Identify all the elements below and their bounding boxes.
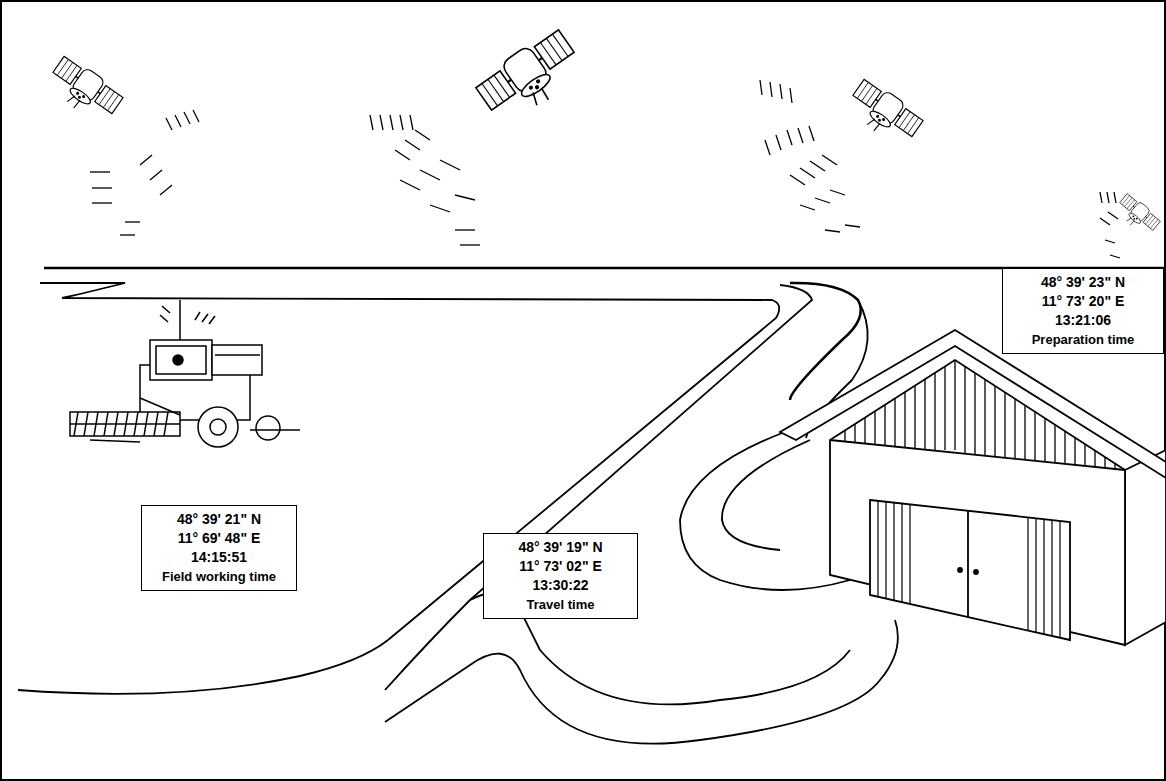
road-line <box>722 440 810 550</box>
coordinate-box: 48° 39' 21" N11° 69' 48" E14:15:51Field … <box>141 505 297 591</box>
field-and-road <box>18 283 898 744</box>
barn <box>780 330 1166 645</box>
position-reading: 11° 73' 20" E <box>1006 292 1160 311</box>
time-category: Preparation time <box>1006 330 1160 349</box>
coordinate-box: 48° 39' 19" N11° 73' 02" E13:30:22Travel… <box>483 533 638 619</box>
position-reading: 11° 73' 02" E <box>487 557 634 576</box>
field-edge <box>40 283 779 640</box>
road-line <box>385 285 812 690</box>
position-reading: 48° 39' 21" N <box>145 510 293 529</box>
time-category: Field working time <box>145 567 293 586</box>
position-reading: 13:30:22 <box>487 576 634 595</box>
horizon-line <box>44 267 1166 270</box>
road-line <box>680 420 850 590</box>
road-line <box>470 592 850 704</box>
position-reading: 48° 39' 23" N <box>1006 273 1160 292</box>
satellites <box>43 26 1162 239</box>
signal-waves <box>90 80 1120 258</box>
coordinate-box: 48° 39' 23" N11° 73' 20" E13:21:06Prepar… <box>1002 268 1164 354</box>
position-reading: 14:15:51 <box>145 548 293 567</box>
time-category: Travel time <box>487 595 634 614</box>
field-edge <box>18 640 388 694</box>
combine-harvester <box>70 300 300 447</box>
position-reading: 13:21:06 <box>1006 311 1160 330</box>
position-reading: 48° 39' 19" N <box>487 538 634 557</box>
road-line <box>385 620 898 744</box>
position-reading: 11° 69' 48" E <box>145 529 293 548</box>
